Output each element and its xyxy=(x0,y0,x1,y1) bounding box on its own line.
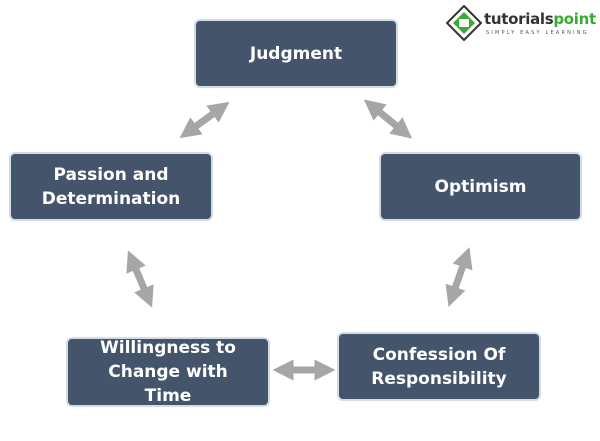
node-confession-of-responsibility: Confession Of Responsibility xyxy=(337,332,541,401)
arrow-judgment-optimism xyxy=(363,99,413,139)
arrow-optimism-confession xyxy=(445,247,473,307)
logo-name-2: point xyxy=(553,10,596,28)
arrow-judgment-passion xyxy=(179,101,230,139)
arrow-passion-willingness xyxy=(126,250,154,308)
node-willingness-to-change: Willingness to Change with Time xyxy=(66,337,270,407)
logo-tagline: SIMPLY EASY LEARNING xyxy=(486,30,589,36)
node-optimism: Optimism xyxy=(379,152,582,221)
tutorialspoint-logo: tutorialspoint SIMPLY EASY LEARNING xyxy=(446,4,596,42)
node-judgment: Judgment xyxy=(194,19,398,88)
logo-name-1: tutorials xyxy=(484,10,554,28)
logo-diamond-icon xyxy=(446,5,482,41)
node-passion-and-determination: Passion and Determination xyxy=(9,152,213,221)
